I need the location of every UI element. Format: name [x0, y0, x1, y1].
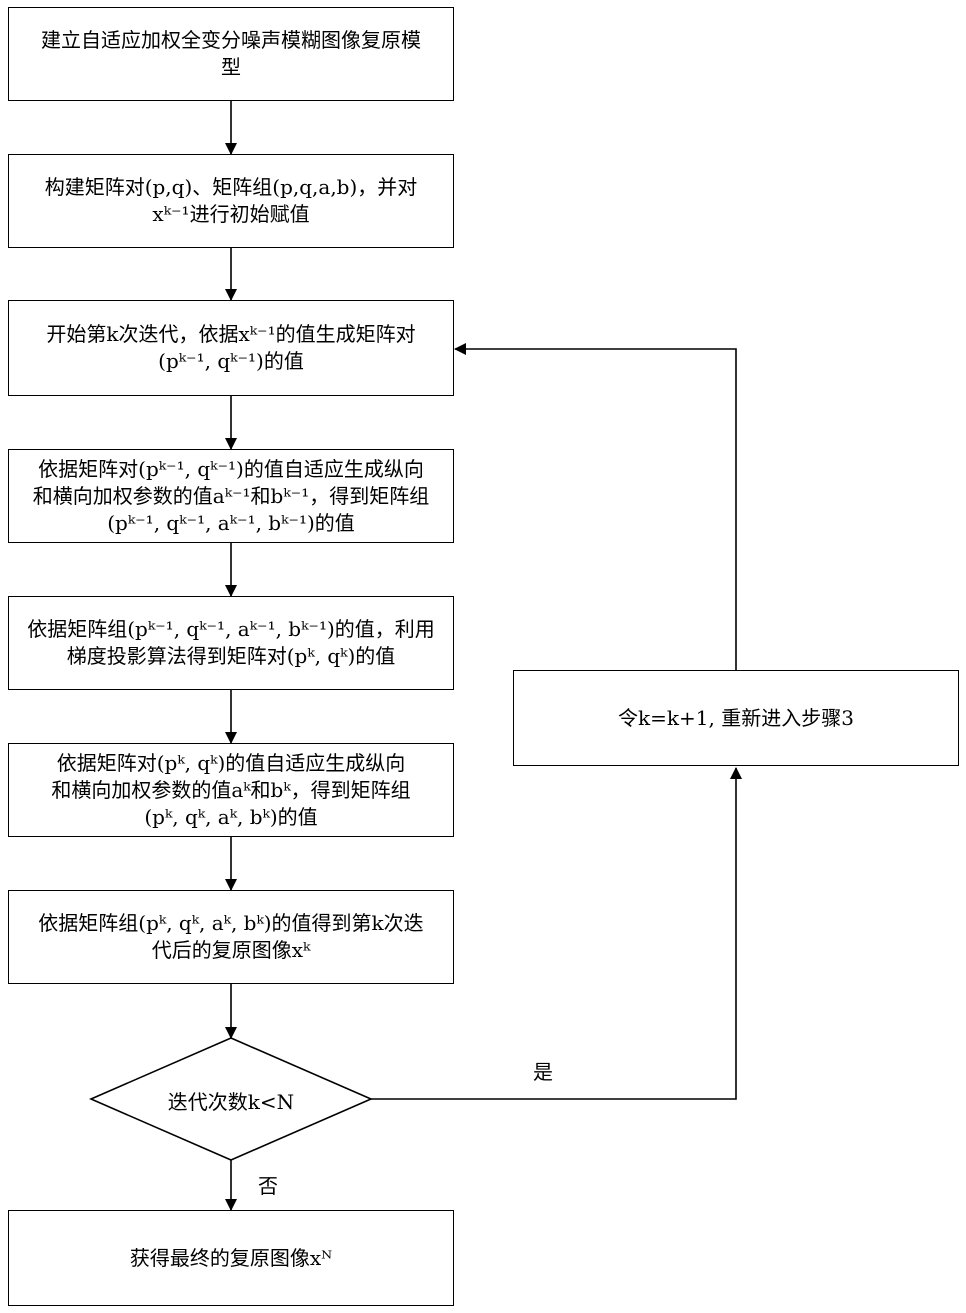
step-5-box: 依据矩阵组(pᵏ⁻¹, qᵏ⁻¹, aᵏ⁻¹, bᵏ⁻¹)的值，利用 梯度投影算…	[8, 596, 454, 690]
step-6-line-3: (pᵏ, qᵏ, aᵏ, bᵏ)的值	[144, 804, 317, 831]
step-2-box: 构建矩阵对(p,q)、矩阵组(p,q,a,b)，并对 xᵏ⁻¹进行初始赋值	[8, 154, 454, 248]
step-7-line-2: 代后的复原图像xᵏ	[152, 937, 311, 964]
step-4-line-3: (pᵏ⁻¹, qᵏ⁻¹, aᵏ⁻¹, bᵏ⁻¹)的值	[107, 510, 355, 537]
step-6-line-1: 依据矩阵对(pᵏ, qᵏ)的值自适应生成纵向	[57, 750, 406, 777]
arrow-loop-step3	[455, 349, 736, 670]
step-4-box: 依据矩阵对(pᵏ⁻¹, qᵏ⁻¹)的值自适应生成纵向 和横向加权参数的值aᵏ⁻¹…	[8, 449, 454, 543]
step-1-box: 建立自适应加权全变分噪声模糊图像复原模 型	[8, 7, 454, 101]
step-4-line-1: 依据矩阵对(pᵏ⁻¹, qᵏ⁻¹)的值自适应生成纵向	[38, 456, 424, 483]
final-box: 获得最终的复原图像xᴺ	[8, 1210, 454, 1306]
decision-text: 迭代次数k<N	[131, 1086, 331, 1115]
step-6-line-2: 和横向加权参数的值aᵏ和bᵏ，得到矩阵组	[51, 777, 410, 804]
step-4-line-2: 和横向加权参数的值aᵏ⁻¹和bᵏ⁻¹，得到矩阵组	[33, 483, 429, 510]
step-2-line-2: xᵏ⁻¹进行初始赋值	[152, 201, 309, 228]
step-6-box: 依据矩阵对(pᵏ, qᵏ)的值自适应生成纵向 和横向加权参数的值aᵏ和bᵏ，得到…	[8, 743, 454, 837]
step-5-line-2: 梯度投影算法得到矩阵对(pᵏ, qᵏ)的值	[67, 643, 396, 670]
step-3-box: 开始第k次迭代，依据xᵏ⁻¹的值生成矩阵对 (pᵏ⁻¹, qᵏ⁻¹)的值	[8, 300, 454, 396]
loop-box: 令k=k+1, 重新进入步骤3	[513, 670, 959, 766]
step-7-line-1: 依据矩阵组(pᵏ, qᵏ, aᵏ, bᵏ)的值得到第k次迭	[38, 910, 423, 937]
step-5-line-1: 依据矩阵组(pᵏ⁻¹, qᵏ⁻¹, aᵏ⁻¹, bᵏ⁻¹)的值，利用	[27, 616, 435, 643]
no-label: 否	[258, 1170, 278, 1199]
step-3-line-1: 开始第k次迭代，依据xᵏ⁻¹的值生成矩阵对	[46, 321, 415, 348]
loop-box-text: 令k=k+1, 重新进入步骤3	[618, 705, 854, 732]
step-7-box: 依据矩阵组(pᵏ, qᵏ, aᵏ, bᵏ)的值得到第k次迭 代后的复原图像xᵏ	[8, 890, 454, 984]
final-box-text: 获得最终的复原图像xᴺ	[130, 1245, 332, 1272]
step-1-line-1: 建立自适应加权全变分噪声模糊图像复原模	[41, 27, 421, 54]
step-2-line-1: 构建矩阵对(p,q)、矩阵组(p,q,a,b)，并对	[45, 174, 418, 201]
yes-label: 是	[533, 1056, 553, 1085]
step-1-line-2: 型	[221, 54, 241, 81]
step-3-line-2: (pᵏ⁻¹, qᵏ⁻¹)的值	[158, 348, 304, 375]
